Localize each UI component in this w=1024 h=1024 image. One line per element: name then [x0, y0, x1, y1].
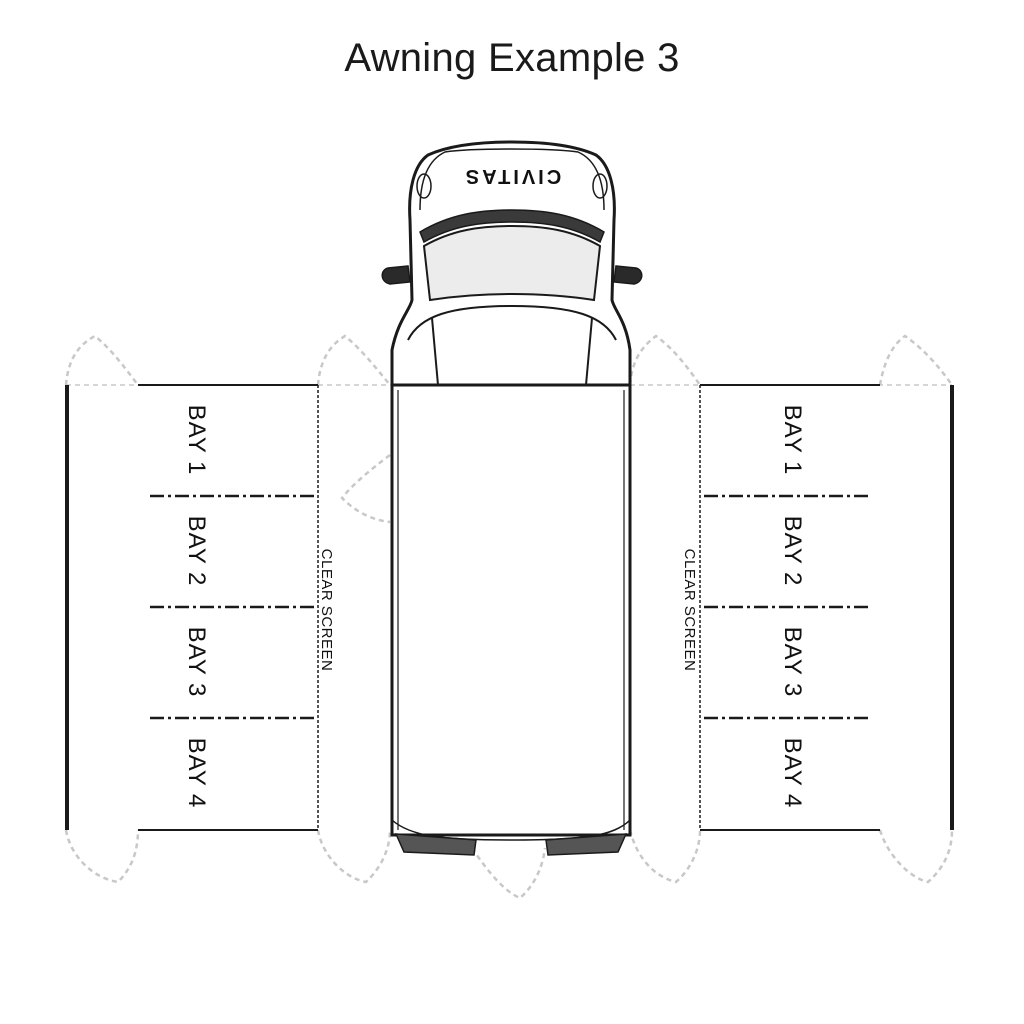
right-door-outline-top-outer [878, 334, 954, 386]
sliding-door-outline [340, 454, 391, 524]
left-bay-labels: BAY 1 BAY 2 BAY 3 BAY 4 [183, 405, 210, 809]
right-bay-label: BAY 1 [779, 405, 806, 476]
left-bay-label: BAY 2 [183, 516, 210, 587]
right-clear-screen-label: CLEAR SCREEN [681, 549, 698, 672]
left-bay-label: BAY 1 [183, 405, 210, 476]
windscreen [422, 224, 602, 302]
page-title: Awning Example 3 [344, 36, 680, 80]
right-door-outline-top-inner [628, 334, 702, 386]
bonnet-line [419, 148, 605, 211]
left-headlight [416, 173, 432, 199]
left-rear-bumper [394, 833, 477, 856]
rear-edge [391, 819, 631, 841]
vehicle-brand-text: CIVITAS [463, 165, 561, 187]
right-awning [699, 384, 954, 831]
van-body [390, 383, 632, 837]
left-awning [65, 384, 319, 831]
right-headlight [592, 173, 608, 199]
right-door-outline-bottom-inner [628, 829, 702, 884]
left-clear-screen-label: CLEAR SCREEN [318, 549, 335, 672]
left-mirror [381, 265, 411, 285]
right-bay-labels: BAY 1 BAY 2 BAY 3 BAY 4 [779, 405, 806, 809]
right-mirror [613, 265, 643, 285]
left-door-outline-bottom-inner [316, 829, 392, 884]
right-a-pillar [585, 317, 593, 386]
right-bay-label: BAY 4 [779, 738, 806, 809]
left-a-pillar [431, 317, 439, 386]
right-door-outline-bottom-outer [878, 829, 954, 884]
right-bay-label: BAY 3 [779, 627, 806, 698]
left-bay-label: BAY 4 [183, 738, 210, 809]
right-bay-label: BAY 2 [779, 516, 806, 587]
roof-front-edge [407, 304, 617, 341]
left-door-outline-top-outer [64, 334, 139, 386]
left-bay-label: BAY 3 [183, 627, 210, 698]
vehicle: CIVITAS [381, 140, 643, 856]
left-door-outline-top-inner [316, 334, 391, 386]
wiper-cowl [419, 209, 605, 244]
right-rear-bumper [545, 833, 628, 856]
left-door-outline-bottom-outer [64, 829, 140, 884]
rear-door-outline [470, 847, 547, 900]
door-outlines [64, 334, 954, 900]
